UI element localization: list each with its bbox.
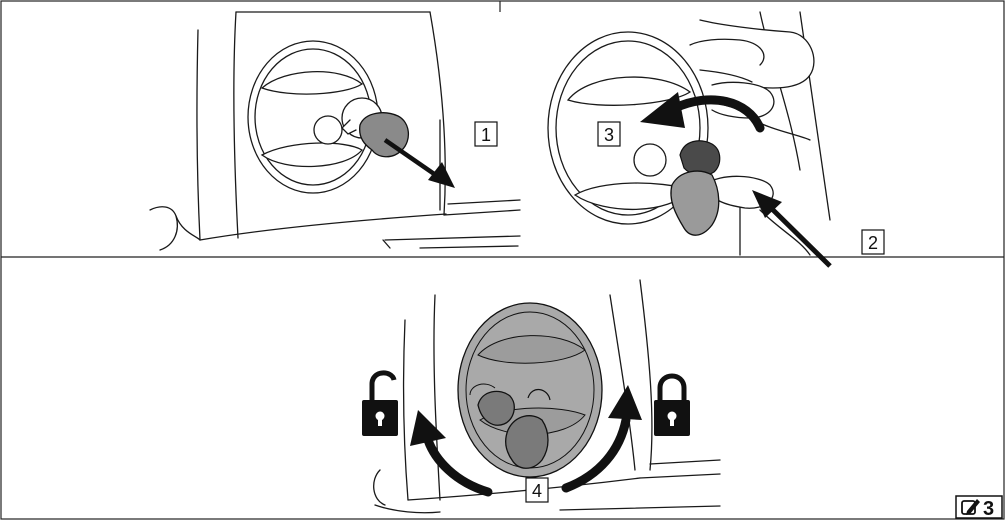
lock-part-step-4 — [506, 416, 548, 469]
key-part-step-2 — [680, 141, 720, 175]
step-1-label-box: 1 — [475, 122, 497, 146]
step-2-label: 2 — [868, 233, 878, 253]
note-badge: 3 — [956, 496, 1002, 520]
step-1-label: 1 — [481, 125, 491, 145]
step-3-label: 3 — [604, 125, 614, 145]
step-3-label-box: 3 — [598, 122, 620, 146]
step-2-label-box: 2 — [862, 230, 884, 254]
lock-part-step-2 — [671, 171, 719, 235]
padlock-open-icon — [362, 373, 398, 436]
padlock-closed-icon — [654, 376, 690, 436]
step-4-label-box: 4 — [526, 478, 548, 502]
badge-number: 3 — [983, 498, 994, 520]
panel-step-1 — [150, 12, 520, 250]
arrow-push-step-2 — [752, 190, 830, 266]
step-4-label: 4 — [532, 481, 542, 501]
